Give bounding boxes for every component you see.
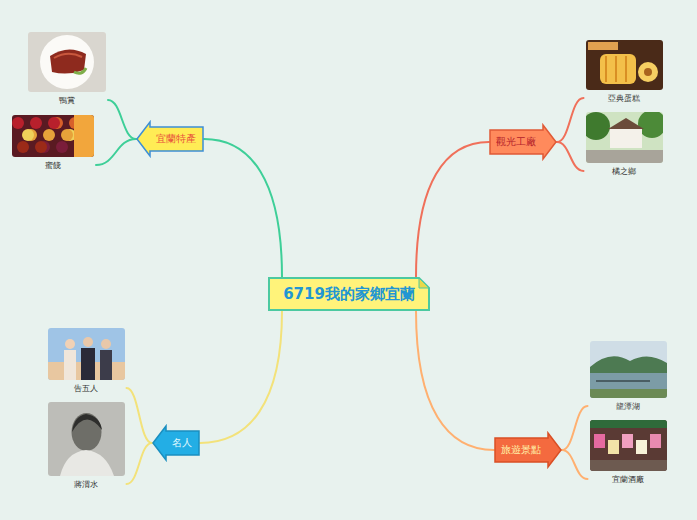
- branch-connector: [562, 450, 588, 479]
- leaf-label: 橘之鄉: [584, 166, 665, 177]
- branch-label: 旅遊景點: [501, 443, 541, 457]
- leaf-topic: 蔣渭水: [46, 402, 127, 490]
- leaf-label: 亞典蛋糕: [584, 93, 665, 104]
- photo-illustration: [12, 115, 94, 157]
- leaf-label: 蔣渭水: [46, 479, 127, 490]
- leaf-topic: 告五人: [46, 328, 127, 394]
- photo-illustration: [28, 32, 106, 92]
- branch-connector: [127, 388, 153, 443]
- branch-label: 宜蘭特產: [156, 132, 196, 146]
- photo-illustration: [48, 328, 125, 380]
- branch-label: 名人: [172, 436, 192, 450]
- photo-illustration: [586, 112, 663, 163]
- leaf-label: 龍潭湖: [588, 401, 669, 412]
- leaf-topic: 龍潭湖: [588, 341, 669, 412]
- branch-connector: [557, 142, 584, 171]
- leaf-topic: 橘之鄉: [584, 112, 665, 177]
- photo-illustration: [586, 40, 663, 90]
- branch-label: 觀光工廠: [496, 135, 536, 149]
- branch-arrow: 名人: [152, 425, 200, 461]
- branch-connector: [562, 406, 588, 450]
- photo-illustration: [590, 341, 667, 398]
- branch-connector: [416, 311, 494, 450]
- leaf-topic: 蜜餞: [10, 115, 96, 171]
- branch-connector: [204, 139, 282, 277]
- branch-connector: [557, 98, 584, 142]
- central-topic: 6719我的家鄉宜蘭: [268, 277, 430, 311]
- leaf-label: 告五人: [46, 383, 127, 394]
- leaf-topic: 亞典蛋糕: [584, 40, 665, 104]
- branch-arrow: 旅遊景點: [494, 432, 562, 468]
- central-label: 6719我的家鄉宜蘭: [283, 285, 415, 304]
- leaf-topic: 宜蘭酒廠: [588, 420, 669, 485]
- leaf-label: 蜜餞: [10, 160, 96, 171]
- leaf-topic: 鴨賞: [26, 32, 108, 106]
- branch-arrow: 宜蘭特產: [136, 121, 204, 157]
- photo-illustration: [590, 420, 667, 471]
- branch-connector: [416, 142, 489, 277]
- branch-connector: [127, 443, 153, 484]
- branch-connector: [96, 139, 136, 165]
- branch-connector: [108, 100, 136, 139]
- branch-connector: [200, 311, 282, 443]
- branch-arrow: 觀光工廠: [489, 124, 557, 160]
- leaf-label: 鴨賞: [26, 95, 108, 106]
- photo-illustration: [48, 402, 125, 476]
- leaf-label: 宜蘭酒廠: [588, 474, 669, 485]
